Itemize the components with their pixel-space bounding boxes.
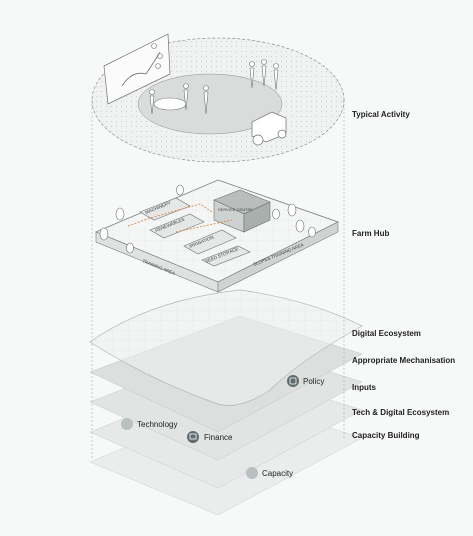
label-typical-activity: Typical Activity [352, 110, 410, 119]
zone-renewables-block [149, 213, 205, 239]
marker-policy: Policy [287, 375, 324, 387]
guide-lines [91, 100, 345, 460]
marker-capacity: Capacity [246, 467, 293, 479]
farm-hub-platform: MACHINERY RENEWABLES IRRIGATION SEED STO… [94, 179, 340, 293]
marker-finance: Finance [187, 431, 233, 443]
label-digital-ecosystem: Digital Ecosystem [352, 329, 421, 338]
screen-icon [103, 33, 171, 105]
marker-policy-label: Policy [303, 377, 324, 386]
stacked-layers [89, 289, 363, 516]
label-service-centre: SERVICE CENTRE [218, 207, 253, 212]
zone-seed-storage-block [201, 245, 251, 267]
marker-finance-label: Finance [204, 433, 233, 442]
label-capacity-building: Capacity Building [352, 431, 420, 440]
label-tech-digital-ecosystem: Tech & Digital Ecosystem [352, 408, 450, 417]
tractor-icon [251, 111, 287, 146]
zone-machinery-block [139, 197, 191, 221]
marker-capacity-label: Capacity [262, 469, 293, 478]
label-appropriate-mechanisation: Appropriate Mechanisation [352, 356, 456, 365]
typical-activity-disk [91, 33, 345, 163]
zone-irrigation-block [183, 229, 237, 255]
label-farm-hub: Farm Hub [352, 229, 390, 238]
tree-icons [99, 184, 316, 254]
marker-technology-label: Technology [137, 420, 177, 429]
people-icons [149, 59, 279, 115]
marker-technology: Technology [121, 418, 177, 430]
label-inputs: Inputs [352, 383, 376, 392]
orange-route [127, 203, 233, 233]
